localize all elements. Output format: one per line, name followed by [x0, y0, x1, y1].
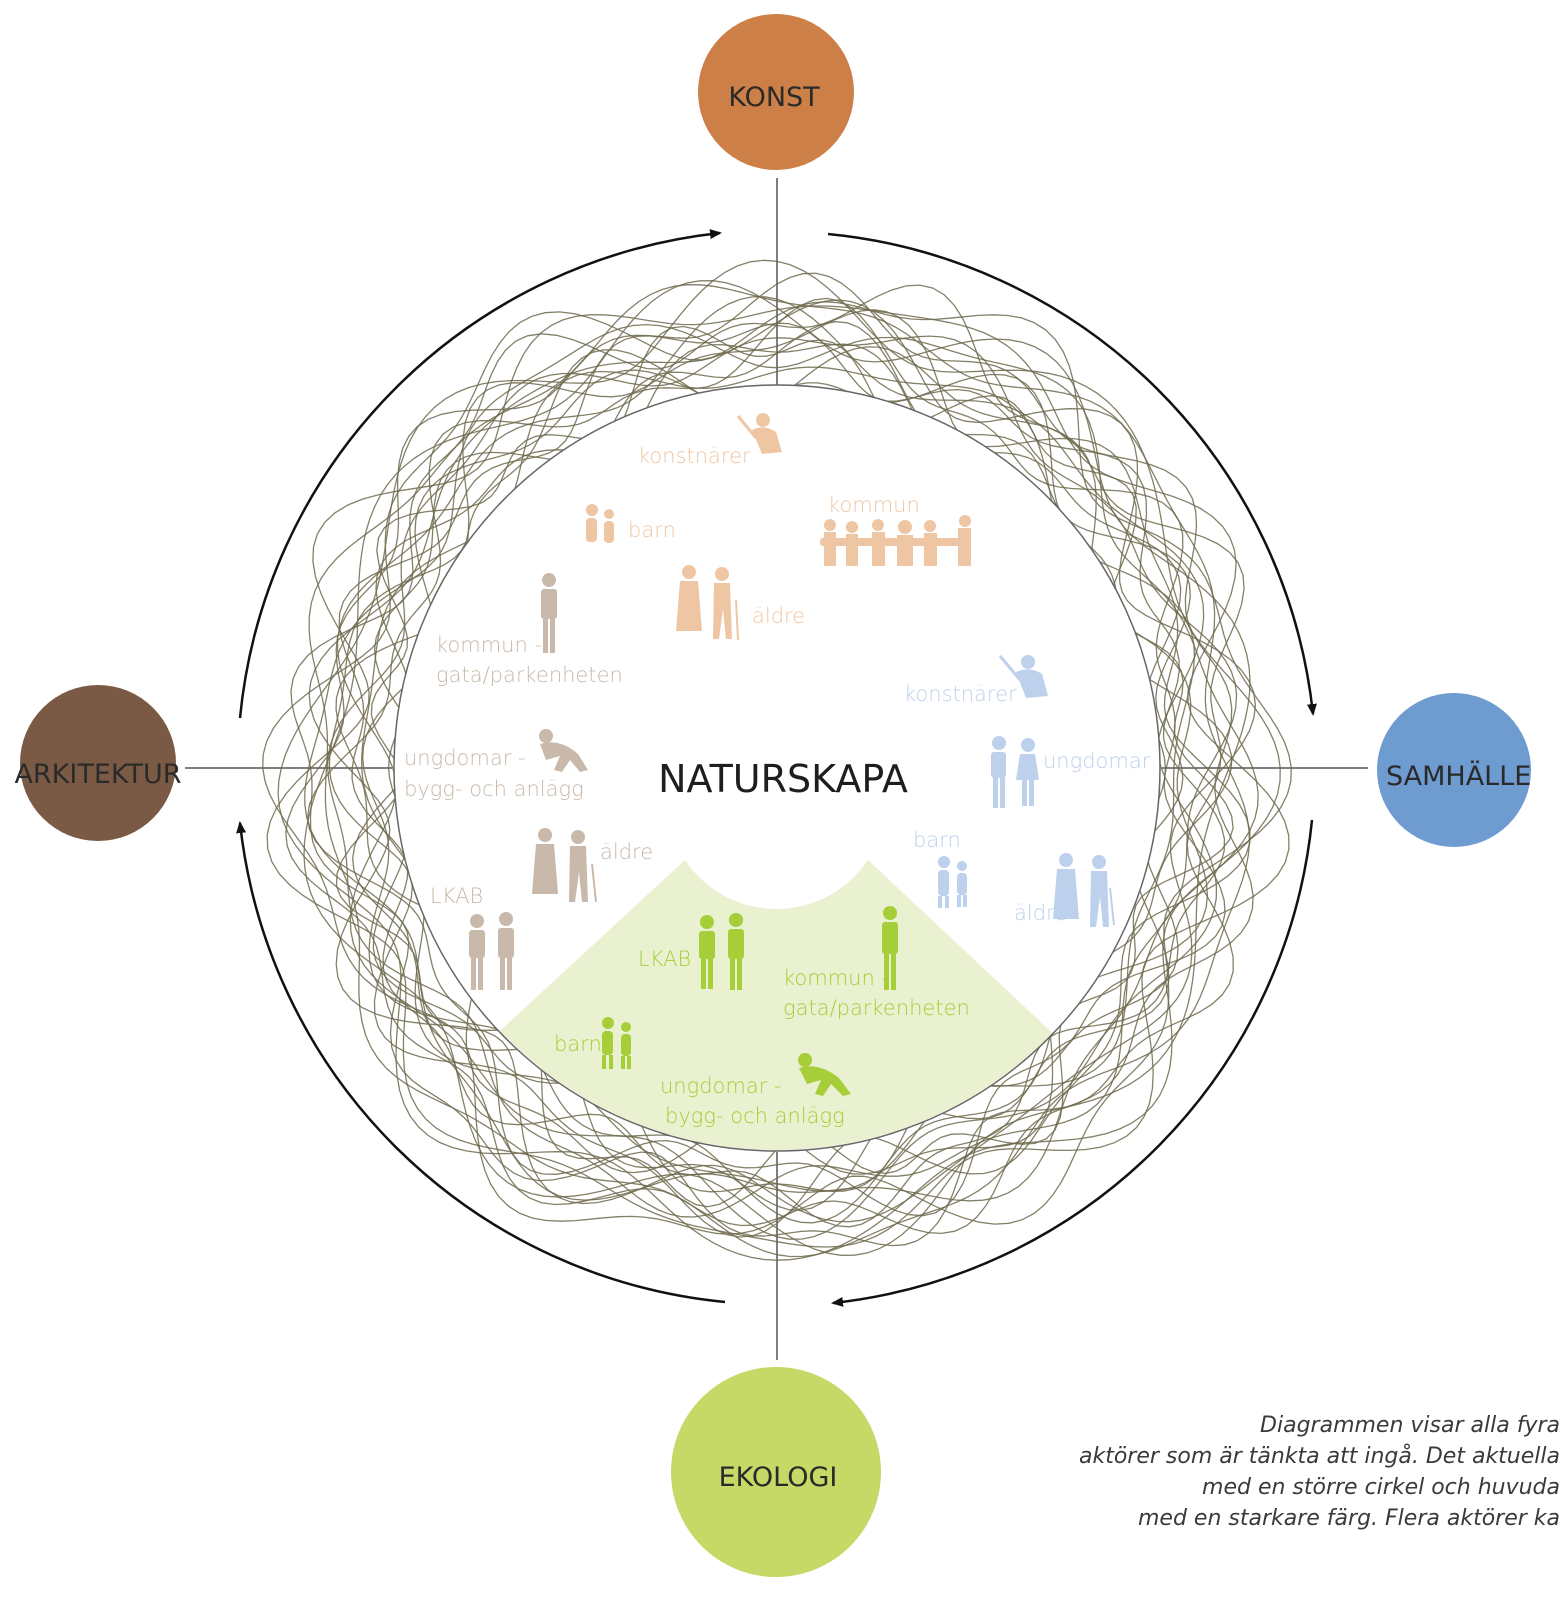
elderly-silhouette-icon — [532, 828, 597, 903]
tangle-strand — [362, 346, 1209, 1224]
ekologi-kommun-line1: kommun - — [783, 966, 889, 990]
elderly-silhouette-icon — [676, 565, 739, 641]
node-ekologi-label: EKOLOGI — [719, 1462, 838, 1493]
elderly-silhouette-icon — [1053, 853, 1115, 927]
ekologi-ungdomar-line2: bygg- och anlägg — [665, 1104, 845, 1128]
connector-lines — [185, 178, 1368, 1360]
caption-line-1: Diagrammen visar alla fyra — [1260, 1413, 1560, 1438]
arkitektur-actors: kommun - gata/parkenheten ungdomar - byg… — [404, 573, 653, 990]
center-title: NATURSKAPA — [658, 757, 908, 801]
arrow-konst-to-samhalle — [827, 232, 1317, 716]
ekologi-actors: LKAB kommun - gata/parkenheten barn ungd… — [554, 906, 970, 1128]
node-samhalle-circle — [1377, 693, 1531, 847]
cycle-arrows — [236, 229, 1317, 1307]
caption-line-3: med en större cirkel och huvuda — [1202, 1475, 1560, 1500]
meeting-silhouette-icon — [820, 515, 971, 566]
ekologi-sector — [490, 860, 1060, 1150]
tangle-strand — [303, 280, 1251, 1256]
node-samhalle: SAMHÄLLE — [1377, 693, 1531, 847]
arrow-samhalle-to-ekologi — [831, 819, 1314, 1307]
arkitektur-lkab-label: LKAB — [430, 884, 483, 908]
arkitektur-kommun-line2: gata/parkenheten — [436, 663, 623, 687]
ekologi-lkab-label: LKAB — [638, 947, 691, 971]
arkitektur-kommun-line1: kommun - — [436, 633, 542, 657]
children-silhouette-icon — [602, 1017, 631, 1069]
tangle-strand — [266, 305, 1290, 1248]
official-silhouette-icon — [541, 573, 557, 653]
konst-aldre-label: äldre — [752, 604, 805, 628]
official-silhouette-icon — [882, 906, 898, 990]
caption-line-4: med en starkare färg. Flera aktörer ka — [1138, 1506, 1560, 1531]
samhalle-actors: konstnärer ungdomar barn äldre — [904, 655, 1151, 927]
konst-actors: konstnärer barn kommun äldre — [586, 413, 971, 641]
node-arkitektur-circle — [20, 685, 176, 841]
tangle-strand — [262, 301, 1292, 1235]
node-konst-circle — [698, 14, 854, 170]
samhalle-barn-label: barn — [913, 828, 961, 852]
crouching-worker-silhouette-icon — [798, 1053, 851, 1096]
children-silhouette-icon — [938, 856, 967, 908]
arrow-arkitektur-to-konst — [238, 229, 722, 719]
konst-kommun-label: kommun — [828, 493, 920, 517]
children-silhouette-icon — [586, 504, 614, 543]
tangle-strand — [335, 349, 1233, 1175]
tangle-strand — [336, 296, 1218, 1240]
workers-silhouette-icon — [469, 912, 514, 990]
caption-line-2: aktörer som är tänkta att ingå. Det aktu… — [1078, 1444, 1560, 1469]
samhalle-aldre-label: äldre — [1014, 901, 1067, 925]
tangle-strand — [277, 259, 1281, 1261]
arrow-ekologi-to-arkitektur — [236, 821, 726, 1304]
node-arkitektur: ARKITEKTUR — [14, 685, 182, 841]
node-arkitektur-label: ARKITEKTUR — [14, 759, 181, 790]
tangle-strand — [338, 322, 1226, 1228]
node-samhalle-label: SAMHÄLLE — [1386, 760, 1531, 792]
workers-silhouette-icon — [699, 913, 744, 990]
crouching-worker-silhouette-icon — [539, 729, 588, 772]
konst-konstnarer-label: konstnärer — [638, 444, 751, 468]
samhalle-konstnarer-label: konstnärer — [904, 682, 1017, 706]
ekologi-kommun-line2: gata/parkenheten — [783, 996, 970, 1020]
node-konst: KONST — [698, 14, 854, 170]
node-ekologi: EKOLOGI — [671, 1367, 881, 1577]
node-konst-label: KONST — [728, 82, 820, 113]
artist-silhouette-icon — [736, 413, 782, 454]
konst-barn-label: barn — [628, 518, 676, 542]
arkitektur-ungdomar-line2: bygg- och anlägg — [404, 777, 584, 801]
ekologi-barn-label: barn — [554, 1032, 602, 1056]
tangle-strand — [308, 284, 1251, 1258]
arkitektur-ungdomar-line1: ungdomar - — [404, 746, 526, 770]
node-ekologi-circle — [671, 1367, 881, 1577]
caption-note: Diagrammen visar alla fyra aktörer som ä… — [1040, 1410, 1560, 1534]
samhalle-ungdomar-label: ungdomar — [1043, 749, 1151, 773]
tangle-strand — [304, 323, 1259, 1202]
artist-silhouette-icon — [998, 655, 1048, 698]
tangle-strand — [306, 297, 1226, 1217]
arkitektur-aldre-label: äldre — [600, 840, 653, 864]
ekologi-ungdomar-line1: ungdomar - — [660, 1074, 782, 1098]
youths-silhouette-icon — [991, 736, 1039, 808]
